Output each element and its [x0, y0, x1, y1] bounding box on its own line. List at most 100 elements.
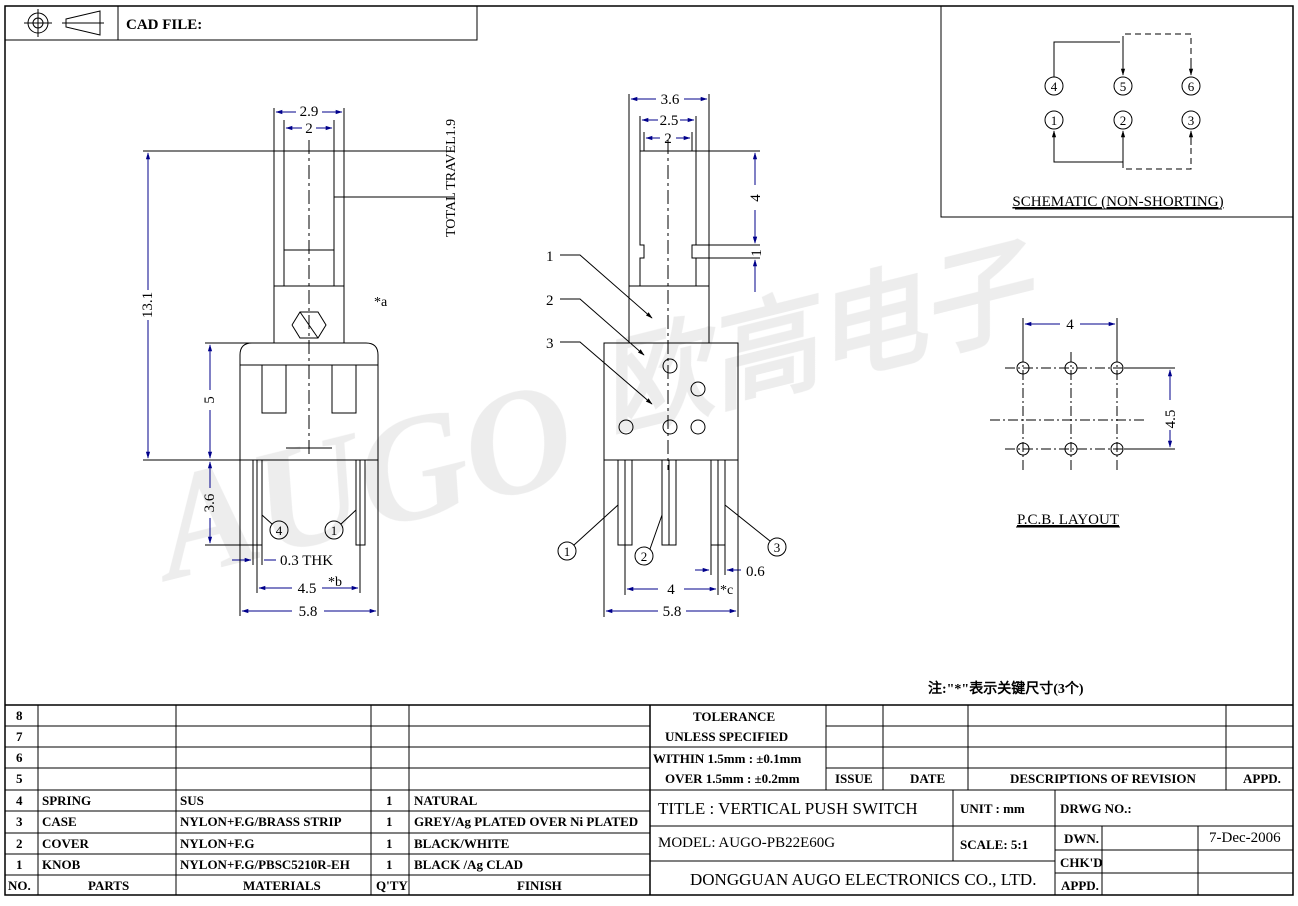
front-view: [557, 140, 787, 566]
schematic-pin-2: 2: [1120, 113, 1127, 128]
dim-inner-top: 2: [305, 121, 313, 137]
bom-row-4-qty: 1: [386, 793, 393, 808]
bom-header-parts: PARTS: [88, 878, 130, 893]
unless-specified-label: UNLESS SPECIFIED: [665, 729, 789, 744]
issue-header: ISSUE: [835, 771, 873, 786]
bom-header-no: NO.: [8, 878, 31, 893]
bom-header-finish: FINISH: [517, 878, 562, 893]
pin-label-4: 4: [276, 523, 283, 538]
bom-row-4-part: SPRING: [42, 793, 92, 808]
appd-header: APPD.: [1243, 771, 1281, 786]
bom-row-3-part: CASE: [42, 814, 77, 829]
sheet-border: [4, 5, 1294, 896]
dim-top: 3.6: [661, 92, 680, 108]
tolerance-over: OVER 1.5mm : ±0.2mm: [665, 771, 800, 786]
pin-label-3: 3: [774, 540, 781, 555]
note-c: *c: [720, 583, 733, 598]
dim-width-top: 2.9: [300, 104, 319, 120]
side-view-dimensions: [143, 108, 379, 616]
leader-label-1: 1: [546, 249, 554, 265]
bom-row-4-no: 4: [16, 793, 23, 808]
bom-row-1-qty: 1: [386, 857, 393, 872]
bom-row-2-part: COVER: [42, 836, 89, 851]
pin-label-1: 1: [564, 544, 571, 559]
dim-travel: TOTAL TRAVEL1.9: [444, 119, 459, 237]
company-name: DONGGUAN AUGO ELECTRONICS CO., LTD.: [690, 870, 1037, 889]
appd-label: APPD.: [1061, 878, 1099, 893]
dim-pin-w: 0.6: [746, 564, 765, 580]
bom-header-qty: Q'TY: [376, 878, 408, 893]
dim-thickness: 0.3 THK: [280, 553, 333, 569]
front-view-leaders: [560, 254, 653, 405]
date-header: DATE: [910, 771, 946, 786]
scale-label: SCALE: 5:1: [960, 837, 1029, 852]
watermark-cn: 欧高电子: [586, 226, 1051, 453]
bom-row-3-no: 3: [16, 814, 23, 829]
schematic-pin-3: 3: [1188, 113, 1195, 128]
dim-pitch: 4: [667, 582, 675, 598]
leader-label-3: 3: [546, 336, 554, 352]
bom-row-7-no: 7: [16, 729, 23, 744]
drawing-number-label: DRWG NO.:: [1060, 801, 1132, 816]
drawing-title: TITLE : VERTICAL PUSH SWITCH: [658, 799, 918, 818]
bom-row-2-qty: 1: [386, 836, 393, 851]
schematic-pin-1: 1: [1051, 113, 1058, 128]
schematic-title: SCHEMATIC (NON-SHORTING): [1012, 194, 1223, 210]
dim-pin-pitch: 4.5: [298, 581, 317, 597]
leader-label-2: 2: [546, 293, 554, 309]
dim-body-height: 5: [202, 396, 218, 404]
schematic-pin-5: 5: [1120, 79, 1127, 94]
bom-row-1-finish: BLACK /Ag CLAD: [414, 857, 524, 872]
bom-row-5-no: 5: [16, 771, 23, 786]
third-angle-projection-icon: [24, 9, 104, 37]
dim-1: 1: [749, 249, 765, 257]
bom-row-1-material: NYLON+F.G/PBSC5210R-EH: [180, 857, 350, 872]
bom-row-4-material: SUS: [180, 793, 204, 808]
model-number: MODEL: AUGO-PB22E60G: [658, 835, 836, 851]
bom-header-materials: MATERIALS: [243, 878, 321, 893]
pin-label-1: 1: [331, 523, 338, 538]
bom-row-3-qty: 1: [386, 814, 393, 829]
pcb-layout: [990, 318, 1175, 470]
cad-label: CAD FILE:: [126, 17, 202, 33]
bom-row-3-finish: GREY/Ag PLATED OVER Ni PLATED: [414, 814, 639, 829]
schematic-pin-4: 4: [1051, 79, 1058, 94]
dwn-label: DWN.: [1064, 831, 1100, 846]
unit-label: UNIT : mm: [960, 801, 1025, 816]
pin-label-2: 2: [641, 549, 648, 564]
header-box: CAD FILE:: [4, 5, 478, 41]
chkd-label: CHK'D: [1060, 855, 1103, 870]
dim-inner: 2: [664, 131, 672, 147]
bom-row-2-material: NYLON+F.G: [180, 836, 255, 851]
bom-row-1-no: 1: [16, 857, 23, 872]
pcb-dimensions: [1024, 321, 1173, 448]
dim-4: 4: [748, 194, 764, 202]
dim-pin-length: 3.6: [202, 493, 218, 512]
schematic-box: 4 5 6 1 2 3 SCHEMATIC (NON-SHORTING): [940, 5, 1294, 218]
side-view: [239, 140, 454, 546]
pcb-labels: 4 4.5 P.C.B. LAYOUT: [1016, 317, 1179, 528]
tolerance-label: TOLERANCE: [693, 709, 776, 724]
bom-row-2-no: 2: [16, 836, 23, 851]
key-dimension-note: 注:"*"表示关键尺寸(3个): [928, 680, 1084, 697]
watermark: AUGO 欧高电子: [130, 226, 1051, 614]
schematic-pin-6: 6: [1188, 79, 1195, 94]
bom-row-8-no: 8: [16, 708, 23, 723]
bom-row-1-part: KNOB: [42, 857, 81, 872]
bom-row-2-finish: BLACK/WHITE: [414, 836, 510, 851]
pcb-dim-x: 4: [1066, 317, 1074, 333]
front-view-labels: 3.6 2.5 2 4 1 1 2 3 1 2 3 4 *c 0.6 5.8: [546, 92, 780, 620]
dim-body-width: 5.8: [299, 604, 318, 620]
descriptions-header: DESCRIPTIONS OF REVISION: [1010, 771, 1196, 786]
note-b: *b: [328, 575, 342, 590]
bom-grid: [5, 704, 1293, 895]
dim-height-total: 13.1: [140, 292, 156, 318]
bom-row-4-finish: NATURAL: [414, 793, 478, 808]
dim-width: 5.8: [663, 604, 682, 620]
note-a: *a: [374, 295, 388, 310]
tolerance-within: WITHIN 1.5mm : ±0.1mm: [653, 751, 802, 766]
pcb-title: P.C.B. LAYOUT: [1017, 512, 1119, 528]
dwn-date: 7-Dec-2006: [1209, 830, 1281, 846]
side-view-labels: 2.9 2 TOTAL TRAVEL1.9 13.1 5 3.6 0.3 THK…: [140, 104, 459, 620]
